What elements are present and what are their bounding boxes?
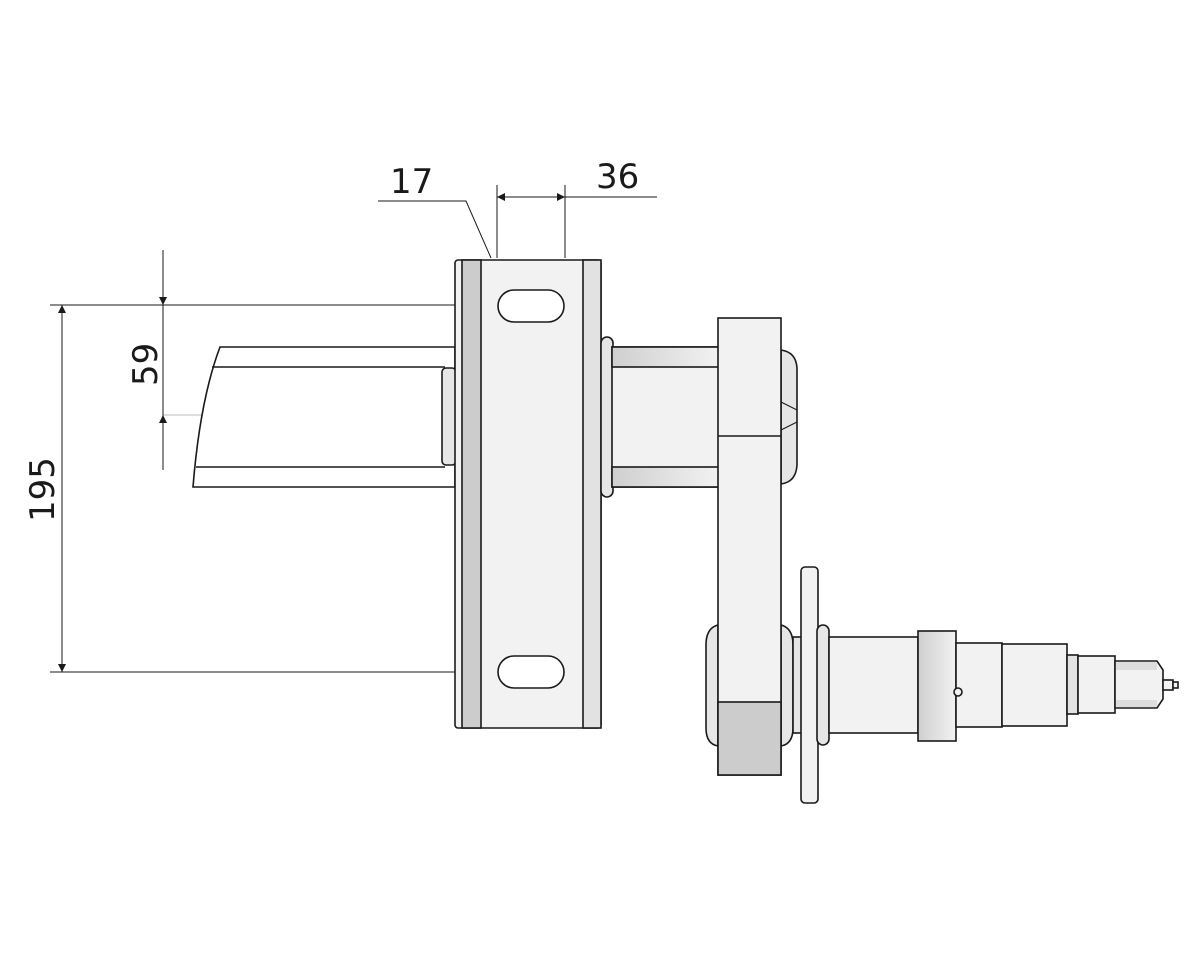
dim-label-36: 36 [596,157,639,197]
lower-slot [497,655,565,689]
dim-label-195: 195 [23,457,63,522]
upper-slot [497,289,565,323]
upper-shaft [600,336,798,498]
hub-nut [917,630,957,742]
dim-label-17: 17 [390,162,433,202]
mounting-plate [454,259,602,729]
swing-arm [705,317,794,776]
brake-flange [800,566,819,804]
axle-tube [192,346,457,488]
dim-label-59: 59 [126,343,166,386]
stub-axle [792,566,1179,804]
